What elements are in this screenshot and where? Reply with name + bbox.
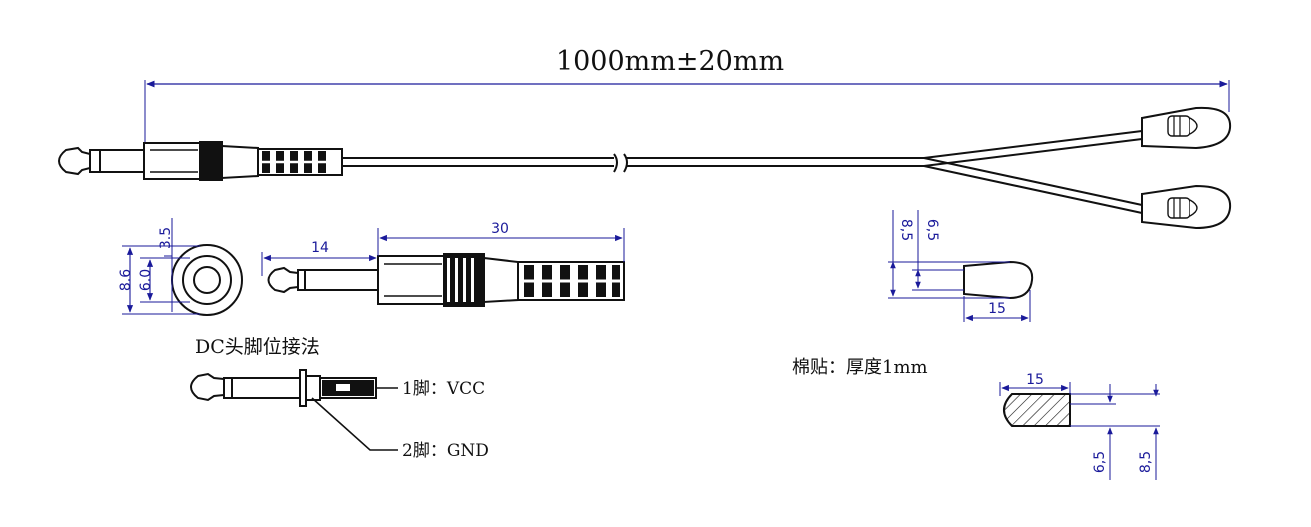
wiring-diagram: DC头脚位接法 1脚：VCC 2脚：GND: [190, 336, 489, 461]
pin2-label: 2脚：GND: [402, 441, 489, 461]
sensor-tip-detail: 8,5 6,5 15: [888, 210, 1034, 322]
overall-length-dimension: 1000mm±20mm: [144, 46, 1230, 142]
dim-pad-length: 15: [1026, 372, 1044, 388]
main-cable-assembly: [58, 130, 1143, 214]
dim-pin-offset: 3.5: [158, 227, 174, 249]
dim-pad-height-inner: 6,5: [1092, 451, 1108, 473]
pad-note: 棉贴：厚度1mm: [792, 357, 928, 378]
sensor-head-top: [1141, 106, 1232, 150]
dim-sensor-length: 15: [988, 301, 1006, 317]
dim-inner-diameter: 6.0: [138, 269, 154, 291]
dim-sensor-height-outer: 8,5: [898, 219, 914, 241]
dim-pad-height-outer: 8,5: [1138, 451, 1154, 473]
dim-sensor-height-inner: 6,5: [924, 219, 940, 241]
dim-body-length: 30: [491, 221, 509, 237]
dim-outer-diameter: 8.6: [118, 269, 134, 291]
cotton-pad-detail: 棉贴：厚度1mm 15 6,5 8,5: [792, 357, 1160, 480]
plug-end-view: 8.6 6.0 3.5: [118, 218, 243, 316]
plug-side-view: 14 30: [261, 221, 625, 307]
dim-tip-length: 14: [311, 240, 329, 256]
overall-length-label: 1000mm±20mm: [556, 46, 784, 77]
pin1-label: 1脚：VCC: [402, 379, 485, 399]
wiring-title: DC头脚位接法: [195, 336, 320, 358]
sensor-head-bottom: [1141, 184, 1232, 230]
